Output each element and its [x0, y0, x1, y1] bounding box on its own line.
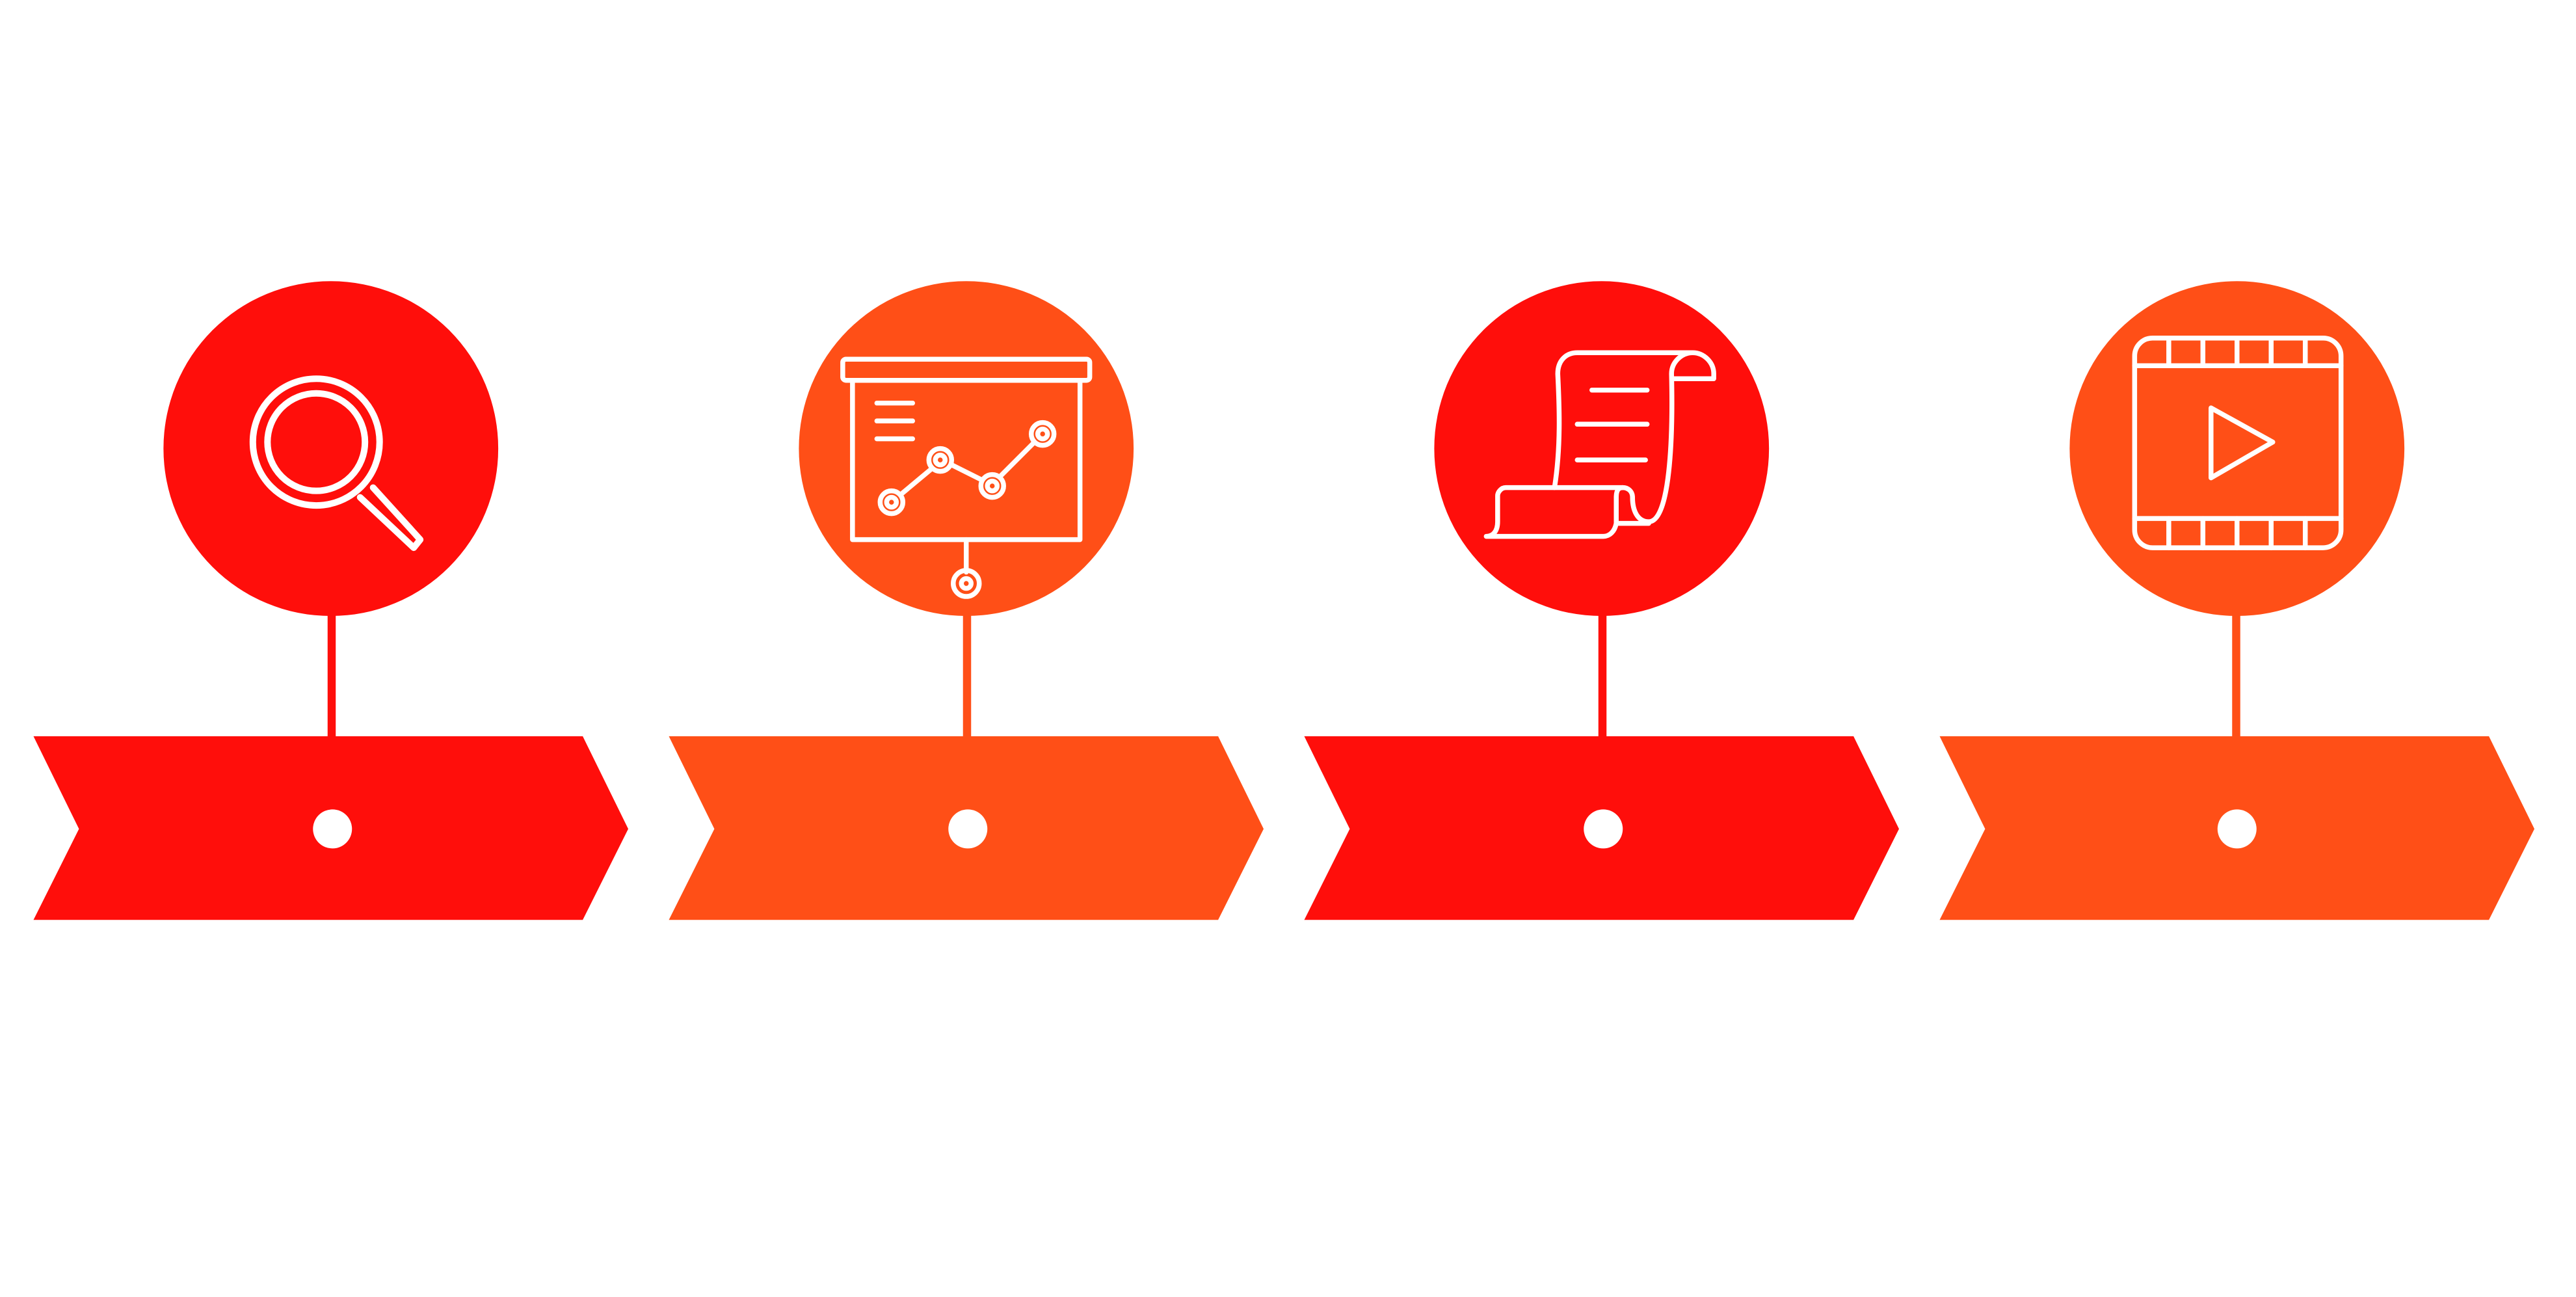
step-2-connector	[963, 601, 972, 745]
scroll-icon	[1483, 350, 1716, 539]
step-1-dot	[313, 809, 352, 849]
magnifier-icon	[249, 375, 424, 552]
step-4-connector	[2232, 601, 2240, 745]
video-film-icon	[2132, 335, 2344, 550]
step-2-dot	[948, 809, 988, 849]
presentation-chart-icon	[840, 356, 1093, 599]
step-3-circle	[1434, 281, 1770, 617]
step-4-dot	[2217, 809, 2257, 849]
step-1	[33, 281, 629, 920]
step-3-dot	[1584, 809, 1623, 849]
step-4-circle	[2069, 281, 2405, 617]
step-1-connector	[327, 601, 336, 745]
step-3	[1304, 281, 1900, 920]
step-2-circle	[799, 281, 1134, 617]
step-2	[669, 281, 1264, 920]
step-4	[1939, 281, 2535, 920]
step-3-connector	[1598, 601, 1607, 745]
step-1-circle	[163, 281, 499, 617]
